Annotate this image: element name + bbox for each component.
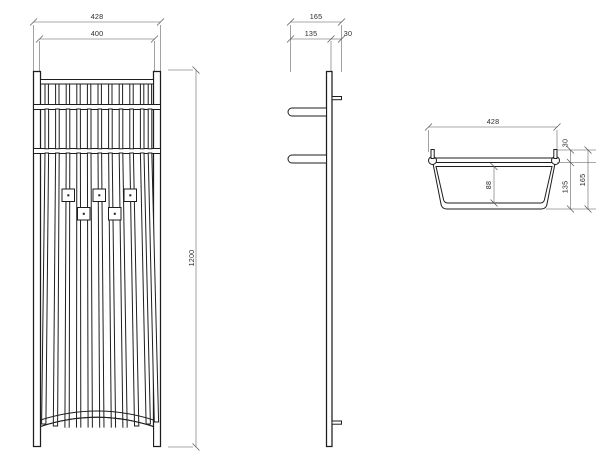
dimension-front-height-overall: 1200 [168, 66, 200, 451]
dimension-label-front-height-overall: 1200 [187, 250, 196, 267]
plan-right-pin [553, 149, 558, 159]
dimension-label-side-depth-overall: 165 [310, 12, 323, 21]
front-mid-bars [44, 108, 153, 150]
dimension-label-plan-depth-outer: 165 [578, 174, 587, 187]
dimension-label-plan-width: 428 [487, 117, 500, 126]
dimension-side-arm-length: 135 [286, 29, 335, 72]
dimension-side-depth-overall: 165 [286, 12, 346, 72]
front-top-slats [44, 83, 153, 105]
dimension-side-stub-length: 30 [331, 29, 352, 43]
side-post [325, 70, 333, 448]
front-bottom-arc-restroke [40, 416, 154, 427]
front-left-post [32, 70, 42, 448]
front-decorative-squares-lower [77, 207, 122, 221]
dimension-front-width-inner: 400 [35, 29, 159, 72]
dimension-plan-inner-depth: 88 [484, 162, 498, 207]
plan-basket-inner [435, 166, 553, 204]
dimension-label-front-width-outer: 428 [91, 12, 104, 21]
dimension-label-side-stub-length: 30 [344, 29, 352, 38]
dimension-plan-offset-top: 30 [561, 139, 575, 167]
dimension-plan-width: 428 [424, 117, 561, 152]
front-top-rail [40, 79, 154, 85]
dimension-label-plan-offset-top: 30 [561, 139, 570, 147]
decorative-square [108, 207, 122, 221]
decorative-square [92, 188, 106, 202]
front-long-bars [41, 152, 160, 431]
dimension-plan-depth-inner: 135 [561, 162, 575, 213]
decorative-square [61, 188, 75, 202]
front-upper-rail [33, 104, 161, 110]
front-lower-rail [33, 148, 161, 154]
view-plan-view: 428 88 [424, 117, 596, 213]
side-lower-arm [287, 154, 327, 164]
side-lower-stub [331, 420, 342, 425]
dimension-front-width-outer: 428 [29, 12, 165, 72]
decorative-square [77, 207, 91, 221]
decorative-square [123, 188, 137, 202]
dimension-label-side-arm-length: 135 [305, 29, 318, 38]
side-upper-arm [287, 107, 327, 117]
dimension-label-plan-inner-depth: 88 [484, 181, 493, 189]
view-front-elevation: 428 400 1200 [29, 12, 200, 451]
plan-top-rail [431, 157, 557, 163]
dimension-plan-depth-outer: 165 [578, 146, 592, 213]
view-side-elevation: 165 135 30 [286, 12, 352, 448]
plan-left-pin [430, 149, 435, 159]
dimension-label-front-width-inner: 400 [91, 29, 104, 38]
side-upper-stub [331, 96, 342, 101]
front-decorative-squares-upper [61, 188, 137, 202]
dimension-label-plan-depth-inner: 135 [561, 181, 570, 194]
front-arc-mask [41, 427, 153, 448]
